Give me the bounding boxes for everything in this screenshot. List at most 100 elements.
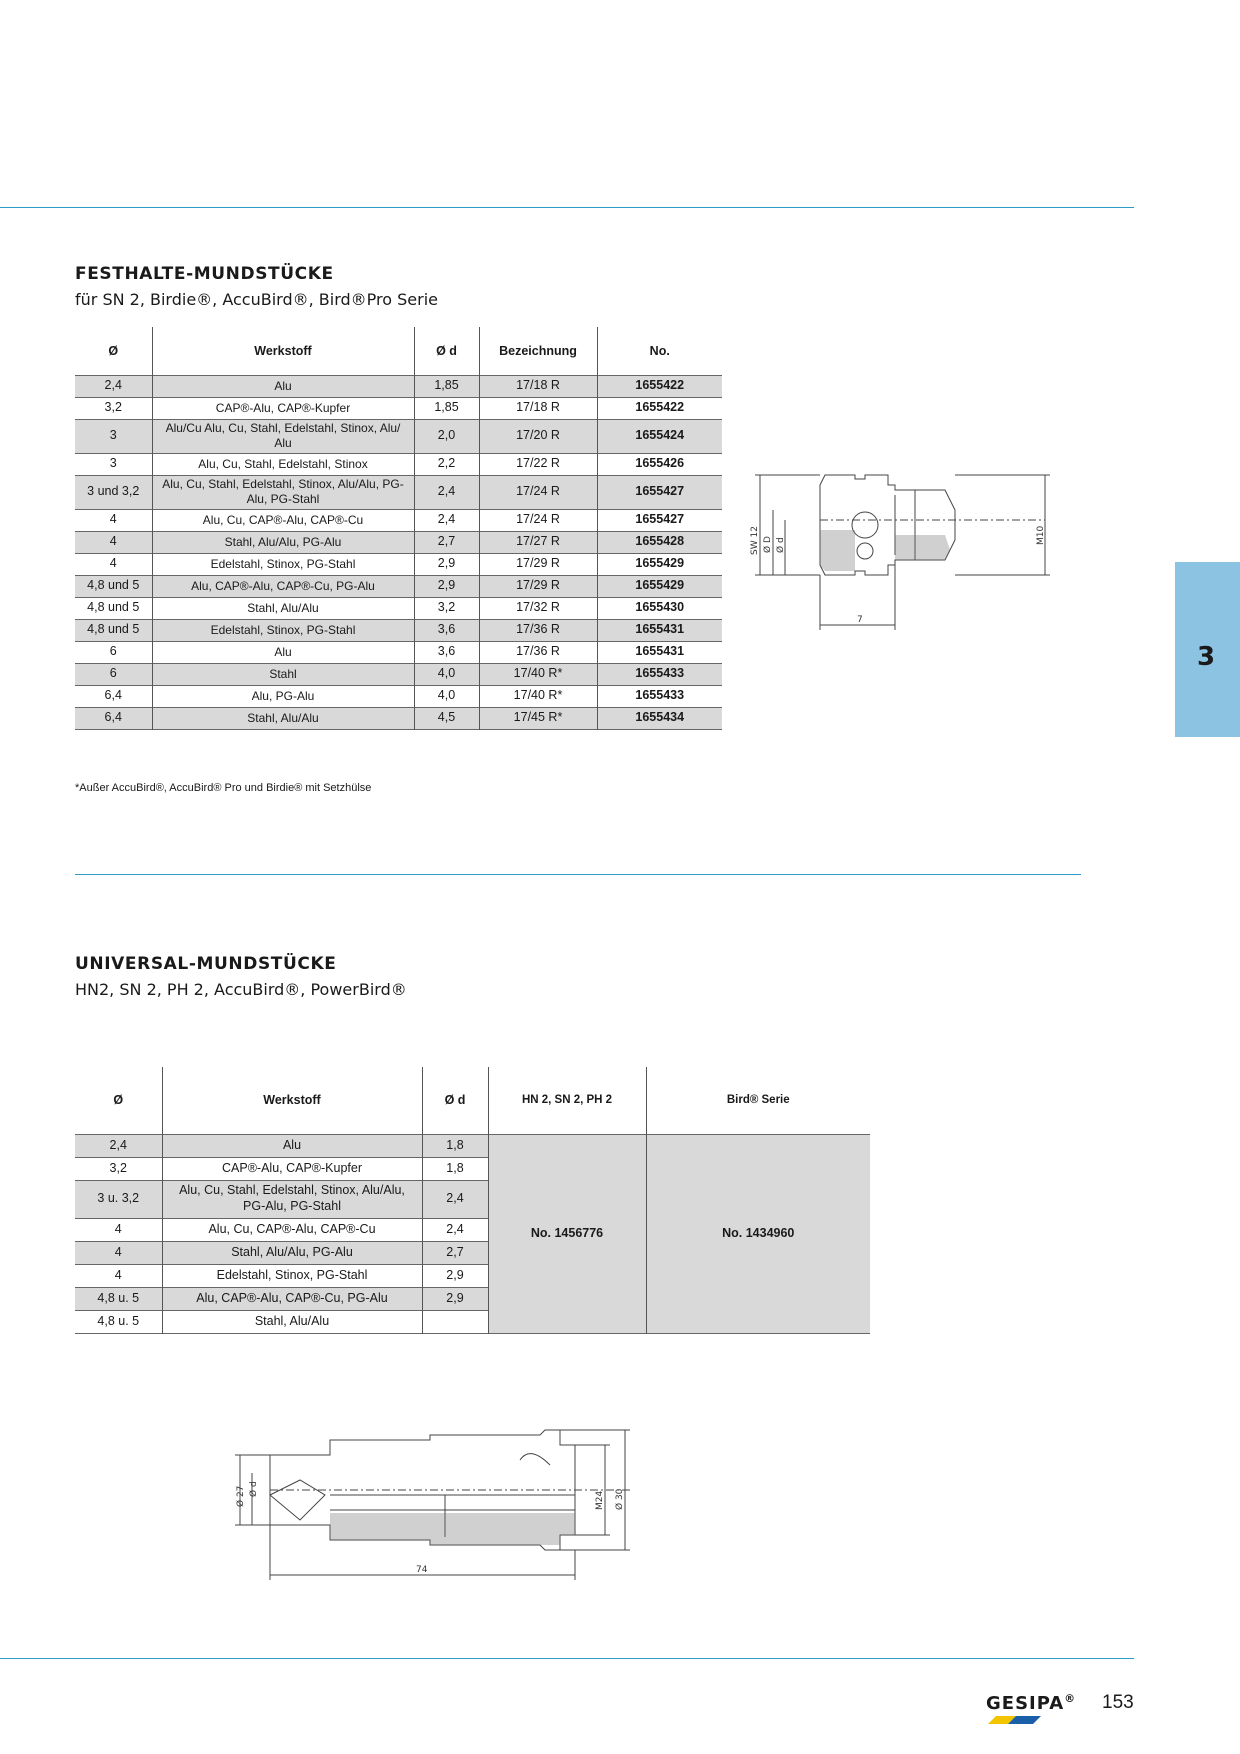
cell-number: 1655431 <box>596 641 722 663</box>
cell-number: 1655427 <box>596 509 722 531</box>
cell-material: Alu <box>151 641 414 663</box>
cell-material: Stahl, Alu/Alu <box>161 1310 422 1333</box>
cell-diameter: 2,4 <box>104 378 122 393</box>
cell-d: 2,4 <box>421 1218 488 1241</box>
cell-designation: 17/27 R <box>478 531 597 553</box>
cell-number: 1655431 <box>596 619 722 641</box>
cell-designation: 17/18 R <box>478 375 597 397</box>
cell-material: Stahl, Alu/Alu <box>151 597 414 619</box>
cell-designation: 17/32 R <box>478 597 597 619</box>
cell-d: 1,85 <box>413 397 479 419</box>
cell-diameter: 2,4 <box>75 1134 162 1157</box>
cell-diameter: 3 <box>109 428 117 443</box>
cell-number: 1655430 <box>596 597 722 619</box>
cell-designation: 17/20 R <box>478 419 597 453</box>
section2-title: UNIVERSAL-MUNDSTÜCKE <box>75 954 337 974</box>
cell-number: 1655422 <box>596 397 722 419</box>
section1-subtitle: für SN 2, Birdie®, AccuBird®, Bird®Pro S… <box>75 290 438 309</box>
cell-d: 2,9 <box>413 553 479 575</box>
festhalte-drawing: SW 12 Ø D Ø d M10 7 <box>750 474 1050 630</box>
logo-text: GESIPA <box>986 1693 1065 1714</box>
cell-d: 3,2 <box>413 597 479 619</box>
cell-number: 1655424 <box>596 419 722 453</box>
cell-designation: 17/24 R <box>478 509 597 531</box>
cell-material: Alu, Cu, Stahl, Edelstahl, Stinox, Alu/A… <box>151 475 414 509</box>
chapter-tab: 3 <box>1175 562 1240 737</box>
cell-designation: 17/40 R* <box>478 685 597 707</box>
cell-diameter: 4 <box>114 1221 122 1236</box>
middle-rule <box>75 874 1081 875</box>
cell-d: 2,2 <box>413 453 479 475</box>
universal-drawing: Ø 27 Ø d M24 Ø 30 74 <box>235 1429 630 1580</box>
label-dd: Ø d <box>775 537 786 553</box>
gesipa-logo: GESIPA® <box>986 1692 1076 1714</box>
cell-diameter: 4,8 u. 5 <box>75 1287 162 1310</box>
cell-d: 2,7 <box>421 1241 488 1264</box>
cell-material: Stahl <box>151 663 414 685</box>
cell-d <box>421 1310 488 1333</box>
cell-number: 1655422 <box>596 375 722 397</box>
cell-diameter: 6 <box>109 644 117 659</box>
number-bird-series: No. 1434960 <box>645 1134 870 1333</box>
cell-number: 1655429 <box>596 553 722 575</box>
cell-diameter: 4 <box>114 1267 122 1282</box>
universal-table: Ø Werkstoff Ø d HN 2, SN 2, PH 2 Bird® S… <box>75 1067 870 1334</box>
header-designation: Bezeichnung <box>478 327 597 375</box>
cell-d: 1,8 <box>421 1134 488 1157</box>
cell-diameter: 4,8 u. 5 <box>97 1313 140 1328</box>
cell-diameter: 4 <box>109 512 117 527</box>
cell-material: Alu, Cu, CAP®-Alu, CAP®-Cu <box>161 1218 422 1241</box>
cell-designation: 17/45 R* <box>478 707 597 729</box>
cell-diameter: 3,2 <box>104 400 122 415</box>
cell-diameter: 4,8 und 5 <box>87 600 140 615</box>
cell-d: 3,6 <box>413 641 479 663</box>
header-material: Werkstoff <box>151 327 414 375</box>
cell-number: 1655428 <box>596 531 722 553</box>
cell-diameter: 4 <box>109 556 117 571</box>
cell-diameter: 3 u. 3,2 <box>75 1180 162 1218</box>
cell-material: Alu, PG-Alu <box>151 685 414 707</box>
cell-designation: 17/40 R* <box>478 663 597 685</box>
cell-number: 1655433 <box>596 663 722 685</box>
label-dd: Ø d <box>248 1481 259 1497</box>
header-material: Werkstoff <box>161 1067 422 1134</box>
label-len7: 7 <box>857 615 863 625</box>
cell-d: 2,4 <box>413 475 479 509</box>
cell-diameter: 4,8 und 5 <box>87 578 140 593</box>
cell-designation: 17/22 R <box>478 453 597 475</box>
cell-diameter: 3 und 3,2 <box>87 484 140 499</box>
cell-d: 2,7 <box>413 531 479 553</box>
page-number: 153 <box>1102 1692 1134 1713</box>
cell-material: Alu, CAP®-Alu, CAP®-Cu, PG-Alu <box>161 1287 422 1310</box>
header-diameter: Ø <box>108 343 119 358</box>
cell-material: Alu, Cu, Stahl, Edelstahl, Stinox <box>151 453 414 475</box>
cell-d: 4,0 <box>413 663 479 685</box>
header-d: Ø d <box>421 1067 488 1134</box>
label-m10: M10 <box>1036 526 1046 545</box>
cell-d: 1,8 <box>421 1157 488 1180</box>
section2-subtitle: HN2, SN 2, PH 2, AccuBird®, PowerBird® <box>75 980 407 999</box>
label-len74: 74 <box>416 1565 428 1575</box>
label-sw12: SW 12 <box>750 526 760 555</box>
chapter-number: 3 <box>1197 642 1216 672</box>
label-d30: Ø 30 <box>614 1488 625 1510</box>
cell-designation: 17/18 R <box>478 397 597 419</box>
cell-material: Edelstahl, Stinox, PG-Stahl <box>161 1264 422 1287</box>
header-hn-sn-ph: HN 2, SN 2, PH 2 <box>487 1067 646 1134</box>
cell-number: 1655433 <box>596 685 722 707</box>
cell-designation: 17/36 R <box>478 641 597 663</box>
label-m24: M24 <box>595 1491 605 1510</box>
footnote: *Außer AccuBird®, AccuBird® Pro und Bird… <box>75 782 372 794</box>
label-d27: Ø 27 <box>235 1486 246 1507</box>
label-d0: Ø D <box>762 536 773 553</box>
